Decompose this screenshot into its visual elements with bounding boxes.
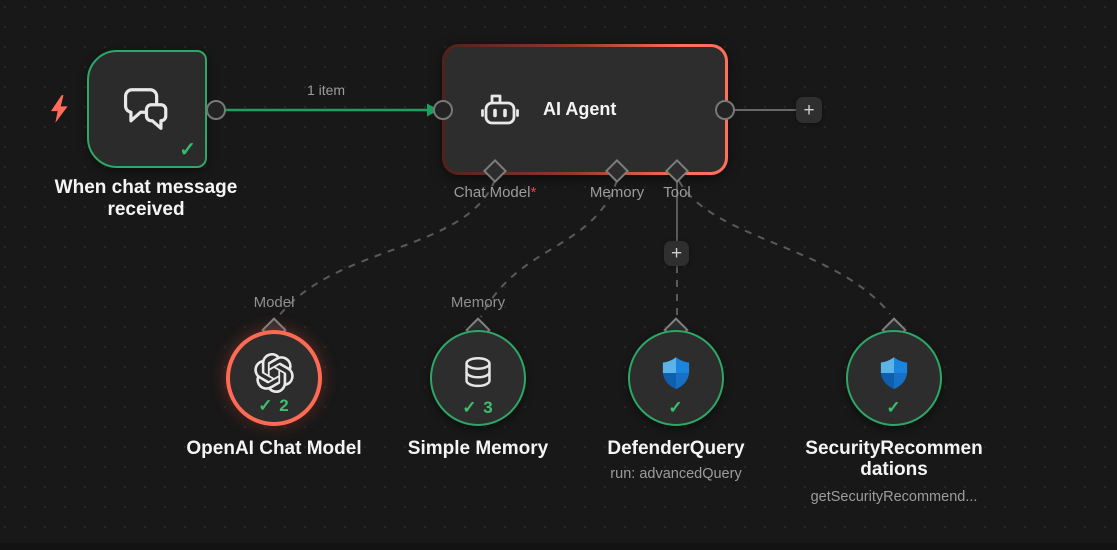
plus-icon: + (803, 99, 815, 121)
defender-shield-icon (662, 357, 690, 390)
check-icon: ✓ (886, 398, 902, 417)
securityrecommendations-label: SecurityRecommendations (805, 438, 983, 480)
agent-port-tool-diamond[interactable] (664, 158, 690, 184)
defenderquery-subtitle: run: advancedQuery (610, 466, 742, 482)
success-badge: ✓ (848, 398, 940, 418)
ai-agent-node[interactable]: AI Agent (442, 44, 728, 175)
run-count: 2 (279, 396, 290, 415)
agent-port-label-tool: Tool (663, 184, 691, 201)
openai-chat-model-label: OpenAI Chat Model (186, 438, 362, 459)
openai-logo-icon (254, 353, 294, 393)
trigger-output-endpoint[interactable] (206, 100, 226, 120)
connection-memory[interactable] (480, 179, 618, 318)
trigger-bolt-icon (50, 95, 68, 123)
agent-port-label-chat-model: Chat Model* (454, 184, 537, 201)
chat-bubbles-icon (123, 88, 168, 130)
check-icon: ✓ (258, 396, 274, 415)
plus-icon: + (670, 243, 683, 264)
agent-output-endpoint[interactable] (715, 100, 735, 120)
connection-chat-model[interactable] (277, 179, 496, 318)
securityrecommendations-node[interactable]: ✓ (846, 330, 942, 426)
securityrecommendations-subtitle: getSecurityRecommend... (810, 489, 978, 505)
openai-chat-model-node[interactable]: ✓ 2 (226, 330, 322, 426)
success-badge: ✓ (630, 398, 722, 418)
agent-port-chat-model-diamond[interactable] (482, 158, 508, 184)
defender-shield-icon (880, 357, 908, 390)
connection-trigger-to-agent[interactable] (225, 103, 439, 117)
robot-icon (481, 94, 519, 124)
success-check-icon: ✓ (179, 139, 196, 161)
trigger-node-label: When chat message received (54, 177, 238, 220)
run-count-badge: ✓ 3 (432, 398, 524, 418)
add-tool-button[interactable]: + (664, 241, 689, 266)
database-icon (465, 356, 491, 388)
model-port-label: Model (253, 294, 295, 311)
agent-port-label-memory: Memory (589, 184, 645, 201)
run-count: 3 (483, 398, 494, 417)
connection-items-label: 1 item (306, 82, 346, 98)
connection-tool-securityrecommendations[interactable] (678, 180, 891, 315)
required-asterisk: * (530, 184, 537, 201)
simple-memory-node[interactable]: ✓ 3 (430, 330, 526, 426)
run-count-badge: ✓ 2 (230, 396, 318, 416)
ai-agent-title: AI Agent (543, 99, 617, 119)
agent-port-chat-model-text: Chat Model (453, 184, 531, 201)
agent-input-endpoint[interactable] (433, 100, 453, 120)
defenderquery-label: DefenderQuery (607, 438, 745, 459)
simple-memory-label: Simple Memory (407, 438, 549, 459)
canvas-bottom-edge (0, 543, 1117, 550)
agent-port-memory-diamond[interactable] (604, 158, 630, 184)
add-node-after-agent-button[interactable]: + (796, 97, 822, 123)
trigger-node-when-chat-message-received[interactable]: ✓ (87, 50, 207, 168)
memory-port-label: Memory (450, 294, 506, 311)
check-icon: ✓ (462, 398, 478, 417)
check-icon: ✓ (668, 398, 684, 417)
defenderquery-node[interactable]: ✓ (628, 330, 724, 426)
